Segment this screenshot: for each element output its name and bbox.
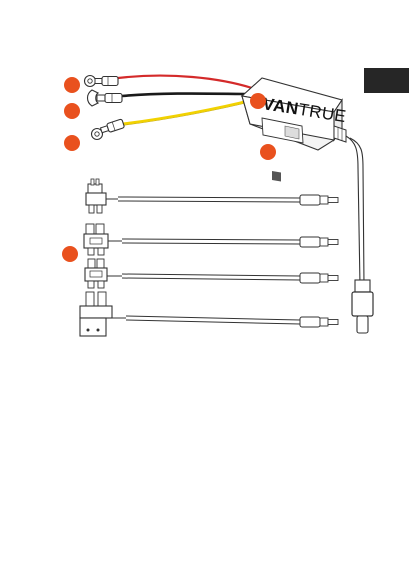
ring-terminal-red [85,76,119,87]
wire-yellow [122,100,252,124]
usb-cable [346,136,373,333]
callout-fork-terminal-black [64,103,80,119]
fuse-tap-mini [84,224,338,255]
callout-hardwire-box [250,93,266,109]
callout-mode-switch [260,144,276,160]
ring-terminal-icon [92,119,125,140]
fuse-tap-micro [85,259,338,288]
wire-black [122,94,252,97]
callout-fuse-taps [62,246,78,262]
fuse-tap-standard-ato [80,292,338,336]
fork-terminal-black [88,90,123,106]
usb-c-plug-icon [352,280,373,333]
power-wires [118,76,252,126]
fuse-tap-mini-low-profile [86,179,338,213]
fork-terminal-icon [88,90,123,106]
wire-red [118,76,252,88]
callout-ring-terminal-red [64,77,80,93]
callout-ring-terminal-yellow [64,135,80,151]
ring-terminal-icon [85,76,119,87]
fuse-taps [80,179,338,336]
ring-terminal-yellow [92,119,125,140]
